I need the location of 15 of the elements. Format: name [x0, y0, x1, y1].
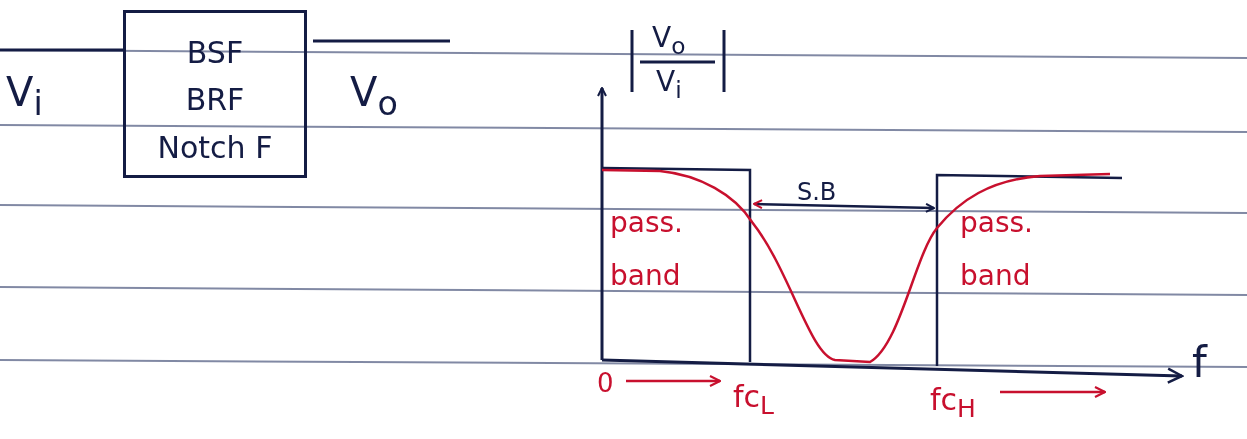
filter-name: Notch F [157, 129, 273, 165]
cutoff-frequency-label: fc$_{H}$ [930, 385, 976, 421]
cutoff-frequency-label: fc$_{L}$ [733, 382, 774, 418]
filter-box [123, 10, 307, 178]
input-signal-label: V$_{i}$ [6, 72, 43, 121]
filter-name: BRF [185, 82, 245, 118]
fraction-denominator: V$_{i}$ [656, 68, 682, 102]
origin-label: 0 [597, 370, 614, 396]
output-signal-label: V$_{o}$ [350, 72, 398, 121]
passband-label: pass. band [960, 205, 1034, 295]
passband-label: pass. band [610, 205, 684, 295]
axis-label: f [1192, 342, 1207, 384]
stopband-label: S.B [797, 180, 837, 204]
fraction-numerator: V$_{o}$ [652, 24, 686, 58]
filter-name: BSF [186, 35, 244, 71]
